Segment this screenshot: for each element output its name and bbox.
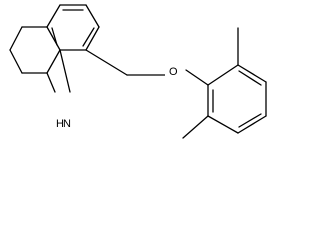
double-bond-inner	[238, 113, 262, 128]
bond	[9, 49, 23, 74]
bond-from-oxygen	[185, 69, 209, 86]
bond	[85, 49, 128, 76]
bond	[237, 64, 267, 83]
nitrogen-label-mask	[48, 114, 62, 130]
bond	[46, 4, 61, 28]
chemical-structure: O H N	[9, 4, 267, 139]
bond	[207, 64, 239, 86]
aryl-ring	[182, 27, 267, 139]
oxygen-label: O	[169, 66, 178, 78]
bond	[46, 49, 61, 74]
oxygen-label-mask	[165, 62, 182, 78]
methyl-bottom	[182, 115, 209, 139]
amine-h-label: H	[56, 118, 64, 130]
bond	[9, 26, 23, 51]
bond	[85, 4, 100, 28]
bond	[46, 26, 61, 51]
saturated-ring	[9, 26, 71, 93]
benzo-ring	[46, 4, 100, 51]
bond-to-nh	[46, 72, 56, 93]
double-bond-inner	[82, 27, 95, 47]
double-bond-inner	[238, 70, 262, 86]
bond-to-nh	[59, 49, 71, 93]
double-bond-inner	[51, 27, 58, 46]
nitrogen-label: N	[63, 118, 71, 130]
structure-canvas: O H N	[9, 4, 267, 139]
bond	[237, 115, 267, 134]
bond	[85, 26, 100, 51]
linker	[85, 49, 209, 86]
bond	[207, 115, 239, 134]
